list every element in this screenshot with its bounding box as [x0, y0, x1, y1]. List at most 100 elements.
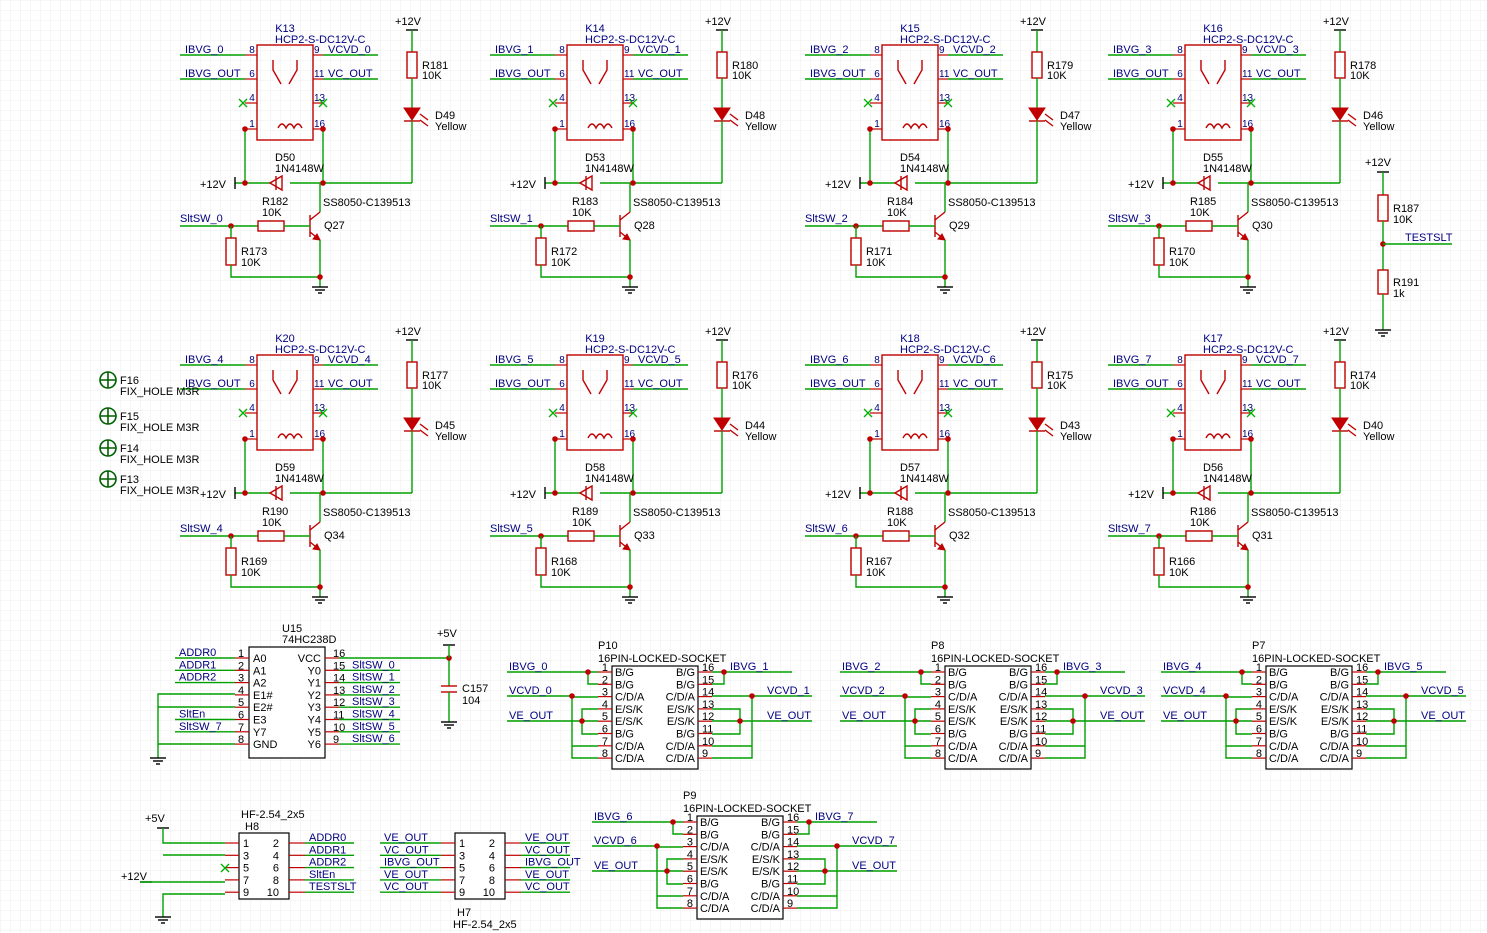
net-wire	[592, 870, 683, 885]
socket-pin-number: 5	[1256, 711, 1262, 723]
net-label: VC_OUT	[1256, 378, 1301, 390]
transistor-ref: Q33	[634, 530, 655, 542]
diode-value: 1N4148W	[585, 473, 635, 485]
relay-pin-number: 1	[1177, 429, 1183, 440]
power-label: +12V	[1128, 179, 1155, 191]
led-color: Yellow	[1363, 121, 1394, 133]
relay-ref: K18	[900, 333, 920, 345]
socket-pin-name: E/S/K	[948, 704, 977, 716]
net-label: SltSW_0	[180, 213, 223, 225]
net-label: VCVD_7	[852, 835, 895, 847]
socket-model: 16PIN-LOCKED-SOCKET	[931, 653, 1060, 665]
ic-pin-name: Y6	[308, 739, 321, 751]
socket-pin-name: B/G	[615, 667, 634, 679]
relay-pin-number: 13	[939, 403, 951, 414]
junction-dot	[569, 693, 575, 699]
diode-ref: D59	[275, 462, 295, 474]
resistor-ref: R166	[1169, 556, 1195, 568]
junction-dot	[806, 819, 812, 825]
ic-pin-name: Y7	[253, 727, 266, 739]
relay-pin-number: 11	[1242, 379, 1253, 390]
ic-pin-name: A0	[253, 653, 266, 665]
socket-pin-number: 5	[602, 711, 608, 723]
socket-pin-number: 15	[702, 674, 714, 686]
relay-ref: K17	[1203, 333, 1223, 345]
relay-pin-number: 6	[559, 379, 565, 390]
relay-pin-number: 16	[1242, 119, 1254, 130]
net-label: VCVD_2	[953, 44, 996, 56]
relay-body	[566, 44, 624, 141]
resistor-ref: R169	[241, 556, 267, 568]
socket-pin-number: 6	[935, 724, 941, 736]
junction-dot	[945, 126, 951, 132]
power-label: +12V	[200, 489, 227, 501]
ic-pin-number: 6	[238, 710, 244, 722]
net-label: IBVG_OUT	[495, 68, 551, 80]
resistor-value: 10K	[866, 567, 886, 579]
net-wire	[507, 720, 598, 735]
net-label: IBVG_5	[495, 354, 534, 366]
net-label: VC_OUT	[638, 378, 683, 390]
led	[1331, 417, 1349, 431]
net-label: VCVD_7	[1256, 354, 1299, 366]
transistor-arrow	[622, 543, 631, 551]
relay-pin-number: 9	[314, 45, 320, 56]
relay-coil	[277, 433, 303, 440]
socket-pin-number: 12	[1356, 711, 1368, 723]
net-label: VE_OUT	[594, 860, 638, 872]
resistor-value: 10K	[551, 257, 571, 269]
socket-pin-number: 2	[935, 674, 941, 686]
relay-contact	[897, 60, 923, 85]
diode-ref: D57	[900, 462, 920, 474]
relay-pin-number: 8	[559, 355, 565, 366]
transistor-ref: Q30	[1252, 220, 1273, 232]
relay-body	[566, 354, 624, 451]
socket-pin-name: C/D/A	[751, 891, 781, 903]
net-label: IBVG_OUT	[185, 378, 241, 390]
socket-pin-number: 4	[935, 699, 941, 711]
power-label: +12V	[1323, 326, 1350, 338]
junction-dot	[1170, 180, 1176, 186]
socket-pin-name: B/G	[1009, 679, 1028, 691]
socket-pin-number: 16	[1035, 662, 1047, 674]
net-label: IBVG_4	[1163, 661, 1202, 673]
junction-dot	[945, 180, 951, 186]
ic-pin-number: 2	[238, 660, 244, 672]
socket-pin-name: B/G	[761, 817, 780, 829]
socket-model: 16PIN-LOCKED-SOCKET	[683, 803, 812, 815]
resistor-value: 10K	[572, 207, 592, 219]
junction-dot	[242, 126, 248, 132]
header-pin-number: 10	[483, 887, 495, 899]
net-label: VCVD_1	[638, 44, 681, 56]
net-label: SltEn	[309, 869, 335, 881]
no-connect-mark	[1166, 98, 1176, 108]
net-label: TESTSLT	[309, 881, 357, 893]
junction-dot	[1245, 274, 1251, 280]
header-model: HF-2.54_2x5	[241, 809, 305, 821]
transistor	[309, 211, 321, 221]
power-label: +12V	[121, 871, 148, 883]
ic-pin-number: 16	[333, 648, 345, 660]
junction-dot	[552, 490, 558, 496]
resistor-ref: R168	[551, 556, 577, 568]
relay-ref: K16	[1203, 23, 1223, 35]
ic-ref: U15	[282, 623, 302, 635]
socket-pin-name: B/G	[700, 817, 719, 829]
relay-pin-number: 8	[1177, 45, 1183, 56]
socket-pin-name: E/S/K	[1321, 704, 1350, 716]
net-label: VCVD_5	[638, 354, 681, 366]
net-label: IBVG_OUT	[810, 68, 866, 80]
relay-ref: K14	[585, 23, 605, 35]
net-label: VE_OUT	[852, 860, 896, 872]
junction-dot	[317, 584, 323, 590]
mount-hole-icon	[100, 471, 116, 487]
junction-dot	[664, 868, 670, 874]
power-label: +12V	[510, 489, 537, 501]
junction-dot	[552, 180, 558, 186]
diode-ref: D56	[1203, 462, 1223, 474]
socket-pin-name: B/G	[676, 667, 695, 679]
socket-pin-name: B/G	[1330, 667, 1349, 679]
socket-pin-number: 1	[935, 662, 941, 674]
ic-pin-number: 1	[238, 648, 244, 660]
